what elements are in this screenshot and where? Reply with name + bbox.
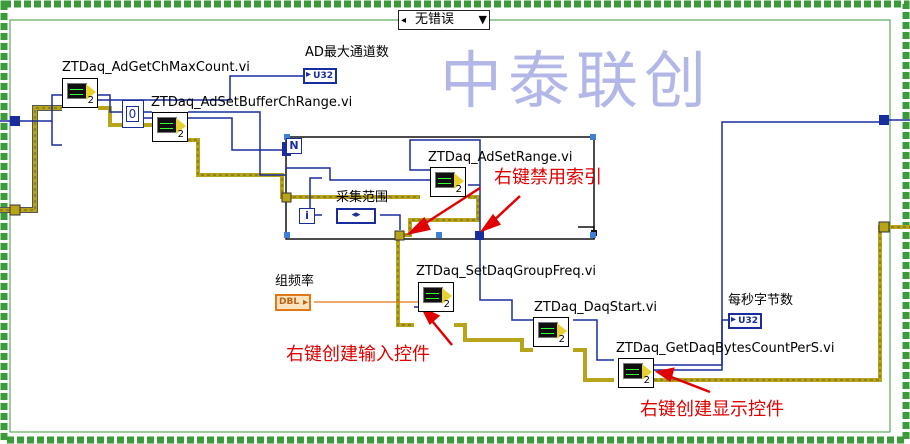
triangle-icon (176, 118, 186, 134)
range-label: 采集范围 (336, 190, 389, 205)
annotation-create-control: 右键创建输入控件 (286, 344, 430, 365)
subvi-label: ZTDaq_GetDaqBytesCountPerS.vi (616, 341, 835, 356)
case-tunnel-right-blue (879, 115, 889, 125)
case-selector[interactable]: ◂ 无错误 ▼ (398, 10, 490, 30)
loop-tunnel-index (475, 231, 484, 240)
waveform-icon (157, 117, 177, 133)
triangle-icon (442, 288, 452, 304)
subvi-icon-ad-set-buffer-ch-range[interactable]: 2 (152, 112, 188, 142)
watermark-text: 中泰联创 (440, 44, 713, 117)
left-arrow-icon[interactable]: ◂ (401, 15, 407, 26)
indicator-label-bytes-per-second: 每秒字节数 (728, 293, 794, 308)
subvi-label: ZTDaq_DaqStart.vi (534, 300, 657, 315)
control-label-group-freq: 组频率 (275, 274, 315, 289)
indicator-ad-max-channels[interactable]: U32 (303, 68, 337, 84)
subvi-icon-get-daq-bytes-count-per-s[interactable]: 2 (618, 358, 654, 388)
triangle-icon (454, 173, 464, 189)
badge-number: 2 (177, 129, 184, 140)
indicator-bytes-per-second[interactable]: U32 (728, 313, 762, 329)
case-tunnel-right-error (878, 221, 890, 233)
case-tunnel-left-blue (10, 116, 20, 126)
waveform-icon (623, 363, 643, 379)
waveform-icon (538, 322, 558, 338)
loop-count-terminal[interactable]: N (286, 138, 302, 154)
case-selector-label: 无错误 (415, 12, 455, 27)
case-tunnel-left-error (9, 204, 21, 216)
range-ring-constant[interactable]: ◂▸ (336, 208, 376, 224)
subvi-icon-set-daq-group-freq[interactable]: 2 (418, 282, 454, 312)
indicator-label-ad-max-channels: AD最大通道数 (305, 45, 389, 60)
loop-iteration-terminal[interactable]: i (299, 208, 315, 224)
badge-number: 2 (643, 375, 650, 386)
badge-number: 2 (87, 95, 94, 106)
waveform-icon (67, 83, 87, 99)
subvi-label: ZTDaq_AdSetRange.vi (428, 150, 573, 165)
ring-arrows-icon: ◂▸ (351, 210, 361, 220)
badge-number: 2 (455, 184, 462, 195)
subvi-icon-ad-set-range[interactable]: 2 (430, 167, 466, 197)
badge-number: 2 (558, 334, 565, 345)
triangle-icon (642, 364, 652, 380)
annotation-create-indicator: 右键创建显示控件 (640, 399, 784, 420)
waveform-icon (435, 172, 455, 188)
subvi-icon-daq-start[interactable]: 2 (533, 317, 569, 347)
waveform-icon (423, 287, 443, 303)
dropdown-triangle-icon[interactable]: ▼ (478, 13, 487, 26)
subvi-icon-ad-get-ch-max-count[interactable]: 2 (62, 78, 98, 108)
triangle-icon (86, 84, 96, 100)
subvi-label: ZTDaq_AdGetChMaxCount.vi (62, 60, 250, 75)
control-group-freq[interactable]: DBL (275, 294, 311, 311)
loop-tunnel-error-out (394, 230, 405, 241)
for-loop-frame (285, 136, 595, 240)
subvi-label: ZTDaq_AdSetBufferChRange.vi (151, 95, 353, 110)
badge-number: 2 (443, 299, 450, 310)
triangle-icon (557, 323, 567, 339)
annotation-disable-indexing: 右键禁用索引 (494, 167, 602, 188)
numeric-constant-zero[interactable]: 0 (126, 106, 139, 122)
subvi-label: ZTDaq_SetDaqGroupFreq.vi (416, 264, 597, 279)
loop-tunnel-error-in (281, 192, 292, 203)
